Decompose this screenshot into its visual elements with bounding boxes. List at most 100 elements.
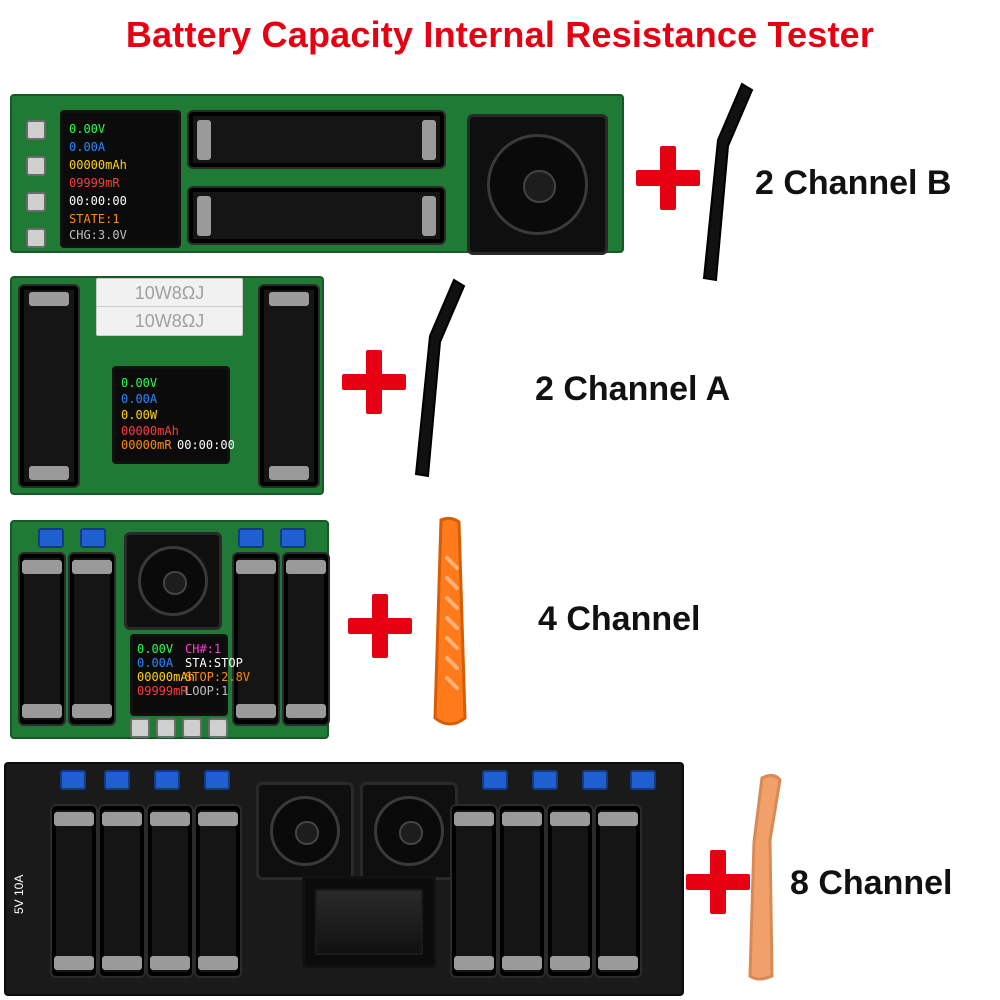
battery-holder-contact	[598, 956, 638, 970]
pcb-board: 10W8ΩJ 10W8ΩJ 0.00V 0.00A 0.00W 00000mAh…	[10, 276, 324, 495]
lcd-resistance: 00000mR	[121, 438, 172, 452]
product-row-2-channel-a: 10W8ΩJ 10W8ΩJ 0.00V 0.00A 0.00W 00000mAh…	[0, 272, 1000, 497]
battery-holder-contact	[502, 812, 542, 826]
terminal-block	[532, 770, 558, 790]
lcd-power: 0.00W	[121, 408, 158, 422]
lcd-time: 00:00:00	[177, 438, 235, 452]
battery-holder	[594, 804, 642, 978]
battery-holder-contact	[502, 956, 542, 970]
battery-holder-contact	[54, 812, 94, 826]
fan-hub	[295, 821, 319, 845]
fan-rotor	[373, 795, 445, 867]
product-label: 2 Channel A	[535, 370, 731, 408]
battery-holder-contact	[29, 466, 69, 480]
terminal-block	[38, 528, 64, 548]
board-button	[208, 718, 228, 738]
lcd-current: 0.00A	[137, 656, 174, 670]
terminal-block	[238, 528, 264, 548]
pcb-board: 0.00V 0.00A 00000mAh 09999mR CH#:1 STA:S…	[10, 520, 330, 739]
board-text: 5V 10A	[12, 874, 26, 914]
battery-holder	[98, 804, 146, 978]
page-title: Battery Capacity Internal Resistance Tes…	[125, 14, 875, 55]
battery-holder-contact	[197, 195, 211, 236]
battery-holder-contact	[269, 466, 309, 480]
product-row-8-channel: 5V 10A	[0, 752, 1000, 997]
lcd-time: 00:00:00	[69, 194, 127, 208]
battery-holder-contact	[29, 292, 69, 306]
lcd-screen: 0.00V 0.00A 00000mAh 09999mR 00:00:00 ST…	[60, 110, 181, 248]
terminal-block	[154, 770, 180, 790]
battery-holder	[68, 552, 116, 726]
battery-holder-contact	[54, 956, 94, 970]
fan-rotor	[487, 134, 588, 235]
lcd-screen: 0.00V 0.00A 0.00W 00000mAh 00000mR 00:00…	[112, 366, 235, 464]
battery-holder-contact	[550, 812, 590, 826]
battery-holder	[50, 804, 98, 978]
lcd-resistance: 09999mR	[69, 176, 120, 190]
fan-hub	[399, 821, 423, 845]
board-button	[26, 228, 46, 248]
pcb-board: 0.00V 0.00A 00000mAh 09999mR 00:00:00 ST…	[10, 94, 624, 255]
lcd-stop: STOP:2.8V	[185, 670, 251, 684]
lcd-voltage: 0.00V	[121, 376, 158, 390]
battery-holder-contact	[269, 292, 309, 306]
battery-holder-contact	[197, 119, 211, 160]
battery-holder-contact	[422, 119, 436, 160]
lcd-stop: CHG:3.0V	[69, 228, 127, 242]
board-button	[26, 192, 46, 212]
battery-holder-contact	[102, 956, 142, 970]
battery-holder-contact	[598, 812, 638, 826]
pry-tool-icon	[433, 516, 467, 726]
terminal-block	[104, 770, 130, 790]
battery-holder-contact	[454, 956, 494, 970]
battery-holder	[146, 804, 194, 978]
battery-holder	[18, 552, 66, 726]
battery-holder	[18, 284, 80, 488]
battery-holder	[187, 186, 446, 245]
product-row-4-channel: 0.00V 0.00A 00000mAh 09999mR CH#:1 STA:S…	[0, 514, 1000, 739]
fan-rotor	[269, 795, 341, 867]
lcd-resistance: 09999mR	[137, 684, 188, 698]
battery-holder	[187, 110, 446, 169]
power-resistor: 10W8ΩJ	[96, 306, 243, 336]
pry-tool-icon	[748, 773, 782, 981]
product-label: 8 Channel	[790, 864, 953, 902]
pcb-board: 5V 10A	[4, 762, 684, 996]
board-button	[26, 120, 46, 140]
plus-icon	[636, 146, 700, 210]
lcd-status: STATE:1	[69, 212, 120, 226]
battery-holder-contact	[236, 704, 276, 718]
cooling-fan	[256, 782, 354, 880]
pry-tool-icon	[702, 82, 754, 282]
battery-holder	[498, 804, 546, 978]
plus-icon	[686, 850, 750, 914]
cooling-fan	[360, 782, 458, 880]
fan-hub	[523, 170, 556, 203]
lcd-capacity: 00000mAh	[121, 424, 179, 438]
lcd-voltage: 0.00V	[69, 122, 106, 136]
product-label: 4 Channel	[538, 600, 701, 638]
lcd-capacity: 00000mAh	[69, 158, 127, 172]
board-button	[26, 156, 46, 176]
plus-icon	[348, 594, 412, 658]
battery-holder	[282, 552, 330, 726]
battery-holder	[232, 552, 280, 726]
battery-holder-contact	[22, 560, 62, 574]
lcd-loop: LOOP:1	[185, 684, 229, 698]
product-label: 2 Channel B	[755, 164, 952, 202]
terminal-block	[280, 528, 306, 548]
battery-holder-contact	[150, 812, 190, 826]
terminal-block	[204, 770, 230, 790]
battery-holder-contact	[22, 704, 62, 718]
lcd-voltage: 0.00V	[137, 642, 174, 656]
battery-holder-contact	[236, 560, 276, 574]
battery-holder-contact	[550, 956, 590, 970]
battery-holder	[546, 804, 594, 978]
lcd-status: STA:STOP	[185, 656, 243, 670]
battery-holder-contact	[72, 704, 112, 718]
terminal-block	[60, 770, 86, 790]
battery-holder-contact	[198, 812, 238, 826]
lcd-channel: CH#:1	[185, 642, 222, 656]
plus-icon	[342, 350, 406, 414]
lcd-screen: 0.00V 0.00A 00000mAh 09999mR CH#:1 STA:S…	[130, 634, 250, 716]
